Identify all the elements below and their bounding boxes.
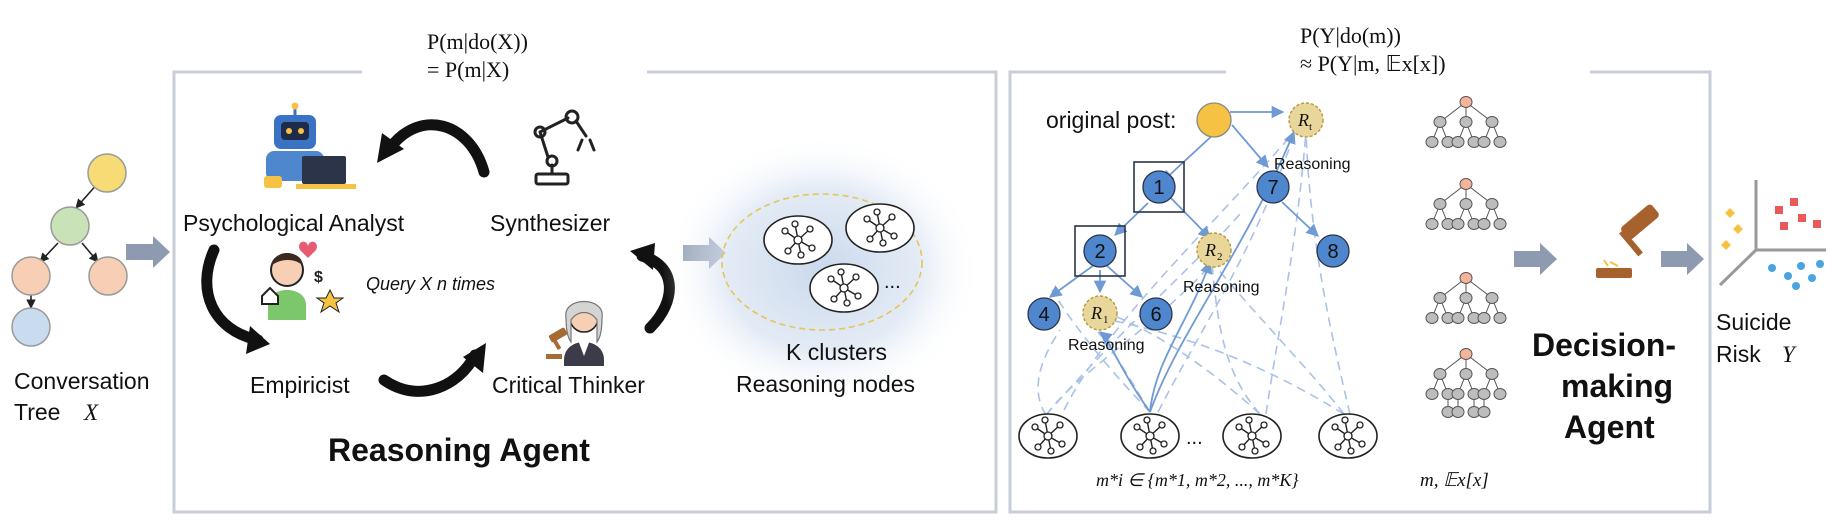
cluster-ellipsis: ... (884, 271, 901, 293)
reasoning-agent-title: Reasoning Agent (328, 432, 590, 468)
robot-analyst-icon (264, 102, 356, 189)
svg-text:$: $ (314, 269, 323, 286)
trees-formula: m, 𝔼x[x] (1420, 470, 1489, 491)
small-tree (1425, 272, 1507, 324)
bottom-cluster-graph (1318, 413, 1378, 459)
output-line2: Risk (1716, 341, 1761, 367)
role-critical: Critical Thinker (492, 372, 645, 398)
bottom-ellipsis: ... (1186, 427, 1203, 449)
cluster-graph (845, 203, 915, 253)
reasoning-label-t: Reasoning (1274, 156, 1351, 173)
tree-node (50, 206, 90, 246)
scatter-plot-icon (1718, 180, 1826, 290)
dashed-links (1037, 129, 1351, 416)
role-empiricist: Empiricist (250, 372, 350, 398)
reasoning-label-1: Reasoning (1068, 337, 1145, 354)
reasoning-label-2: Reasoning (1183, 279, 1260, 296)
svg-text:1: 1 (1103, 314, 1109, 326)
graph-node-1: 1 (1142, 170, 1176, 204)
original-post-node (1196, 102, 1232, 138)
role-analyst: Psychological Analyst (183, 210, 405, 236)
formula-do-m-line2: ≈ P(Y|m, 𝔼x[x]) (1300, 51, 1446, 76)
tree-node (11, 307, 51, 347)
graph-node-8: 8 (1316, 234, 1350, 268)
bottom-formula: m*i ∈ {m*1, m*2, ..., m*K} (1096, 470, 1299, 490)
bottom-cluster-graph (1018, 413, 1078, 459)
small-tree (1425, 348, 1507, 418)
graph-node-2: 2 (1083, 234, 1117, 268)
small-tree (1425, 178, 1507, 230)
selected-box-1 (1133, 161, 1185, 213)
graph-node-label: 7 (1267, 177, 1278, 199)
graph-node-7: 7 (1256, 170, 1290, 204)
formula-do-x-line2: = P(m|X) (427, 57, 509, 82)
graph-node-label: 8 (1327, 241, 1338, 263)
cluster-label-line2: Reasoning nodes (736, 371, 915, 397)
bottom-cluster-graph (1120, 413, 1180, 459)
judge-icon (546, 300, 604, 366)
tree-variable: X (83, 400, 99, 425)
flow-arrow-1 (126, 236, 170, 268)
graph-node-label: 6 (1150, 304, 1161, 326)
tree-node (88, 256, 128, 296)
tree-label-line1: Conversation (14, 368, 150, 394)
reasoning-node-rt: R t (1288, 102, 1324, 138)
graph-node-6: 6 (1139, 297, 1173, 331)
svg-text:R: R (1297, 110, 1309, 130)
cluster-label-line1: K clusters (786, 339, 887, 365)
svg-text:R: R (1090, 303, 1102, 323)
reasoning-node-r1: R 1 (1082, 295, 1118, 331)
reasoning-node-r2: R 2 (1196, 232, 1232, 268)
original-post-label: original post: (1046, 107, 1176, 133)
cycle-arrowheads (246, 133, 655, 373)
graph-node-label: 2 (1094, 241, 1105, 263)
flow-arrow-4 (1661, 243, 1704, 275)
svg-text:R: R (1204, 240, 1216, 260)
formula-do-x-line1: P(m|do(X)) (427, 29, 528, 54)
cluster-graph (763, 215, 833, 265)
graph-node-label: 1 (1153, 177, 1164, 199)
decision-line2: making (1561, 368, 1673, 404)
svg-text:2: 2 (1217, 251, 1223, 263)
output-var: Y (1782, 342, 1797, 367)
bottom-cluster-graph (1222, 413, 1282, 459)
flow-arrow-3 (1514, 243, 1557, 275)
gavel-icon (1596, 204, 1659, 278)
selected-box-2 (1074, 225, 1126, 277)
graph-nodes: 1 2 4 6 7 8 (1027, 170, 1350, 331)
cluster-boundary (721, 193, 923, 331)
reasoning-agent-panel (172, 70, 998, 514)
decision-line3: Agent (1564, 409, 1655, 445)
expectation-trees (1425, 96, 1507, 418)
query-note: Query X n times (366, 274, 495, 294)
role-synthesizer: Synthesizer (490, 210, 611, 236)
cluster-graph (809, 263, 879, 313)
decision-line1: Decision- (1532, 327, 1676, 363)
small-tree (1425, 96, 1507, 148)
bottom-cluster-graphs (1018, 413, 1378, 459)
graph-node-4: 4 (1027, 297, 1061, 331)
empiricist-icon: $ (261, 241, 345, 320)
conversation-tree (11, 153, 128, 347)
tree-root-node (87, 153, 127, 193)
tree-label-line2: Tree (14, 399, 60, 425)
output-line1: Suicide (1716, 309, 1791, 335)
graph-panel (1008, 70, 1712, 514)
formula-do-m-line1: P(Y|do(m)) (1300, 23, 1401, 48)
cluster-graphs (763, 203, 915, 313)
graph-node-label: 4 (1038, 304, 1049, 326)
svg-text:t: t (1309, 121, 1312, 133)
robot-arm-icon (533, 109, 596, 186)
tree-node (11, 256, 51, 296)
